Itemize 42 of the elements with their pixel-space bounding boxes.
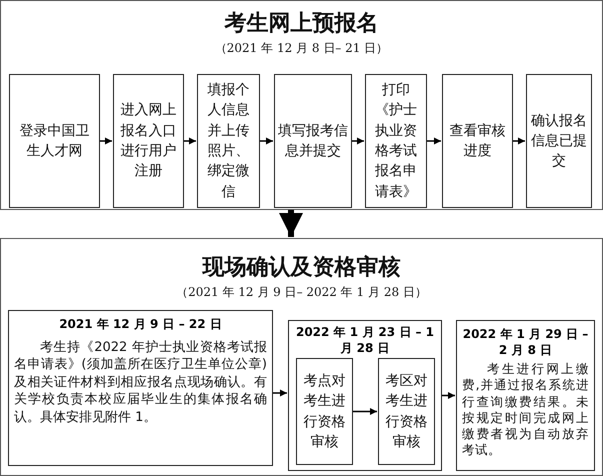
- step-text: 进入网上报名入口进行用户注册: [120, 101, 178, 182]
- process-box: [197, 74, 260, 208]
- step-text: 考区对考生进行资格审核: [384, 372, 428, 452]
- process-box: [378, 358, 435, 465]
- step-text: 登录中国卫生人才网: [18, 122, 90, 161]
- date-heading: 2021 年 12 月 9 日 – 22 日: [59, 317, 222, 333]
- date-heading: 2022 年 1 月 23 日 – 1 月 28 日: [294, 325, 436, 356]
- arrow: [260, 138, 273, 144]
- process-box: [8, 310, 273, 466]
- step-text: 确认报名信息已提交: [530, 112, 588, 172]
- process-box: [113, 74, 184, 208]
- process-box: [442, 74, 513, 208]
- description-text: 考生持《2022 年护士执业资格考试报名申请表》(须加盖所在医疗卫生单位公章)及相关证件材料到相应报名点现场确认。有关学校负责本校应届毕业生的集体报名确认。具体安排见附件 1。: [14, 338, 267, 426]
- date-heading: 2022 年 1 月 29 日 – 2 月 8 日: [462, 327, 589, 358]
- arrow: [273, 390, 287, 396]
- date-range: （2021 年 12 月 8 日– 21 日）: [214, 40, 388, 57]
- process-box: [365, 74, 427, 208]
- process-box: [296, 358, 353, 465]
- step-text: 考点对考生进行资格审核: [302, 372, 346, 452]
- step-text: 查看审核进度: [448, 122, 506, 161]
- process-box: [456, 320, 595, 471]
- arrow: [513, 138, 525, 144]
- arrow: [279, 210, 303, 237]
- arrow: [353, 408, 377, 415]
- date-range: （2021 年 12 月 9 日– 2022 年 1 月 28 日）: [176, 284, 427, 301]
- group-box: [288, 320, 442, 471]
- step-text: 填写报考信息并提交: [278, 122, 348, 161]
- step-text: 填报个人信息并上传照片、绑定微信: [206, 81, 250, 202]
- process-box: [526, 74, 592, 208]
- arrow: [442, 392, 455, 399]
- panel-title: 现场确认及资格审核: [202, 253, 400, 282]
- description-text: 考生进行网上缴费,并通过报名系统进行查询缴费结果。未按规定时间完成网上缴费者视为自动放弃考试。: [462, 361, 589, 459]
- arrow: [427, 138, 441, 144]
- step-text: 打印《护士执业资格考试报名申请表》: [374, 81, 418, 202]
- arrow: [184, 138, 196, 144]
- arrow: [100, 138, 112, 144]
- stage-panel: [0, 0, 603, 210]
- process-box: [9, 74, 100, 208]
- arrow: [352, 138, 364, 144]
- stage-panel: [0, 238, 603, 476]
- process-box: [274, 74, 352, 208]
- panel-title: 考生网上预报名: [224, 9, 378, 38]
